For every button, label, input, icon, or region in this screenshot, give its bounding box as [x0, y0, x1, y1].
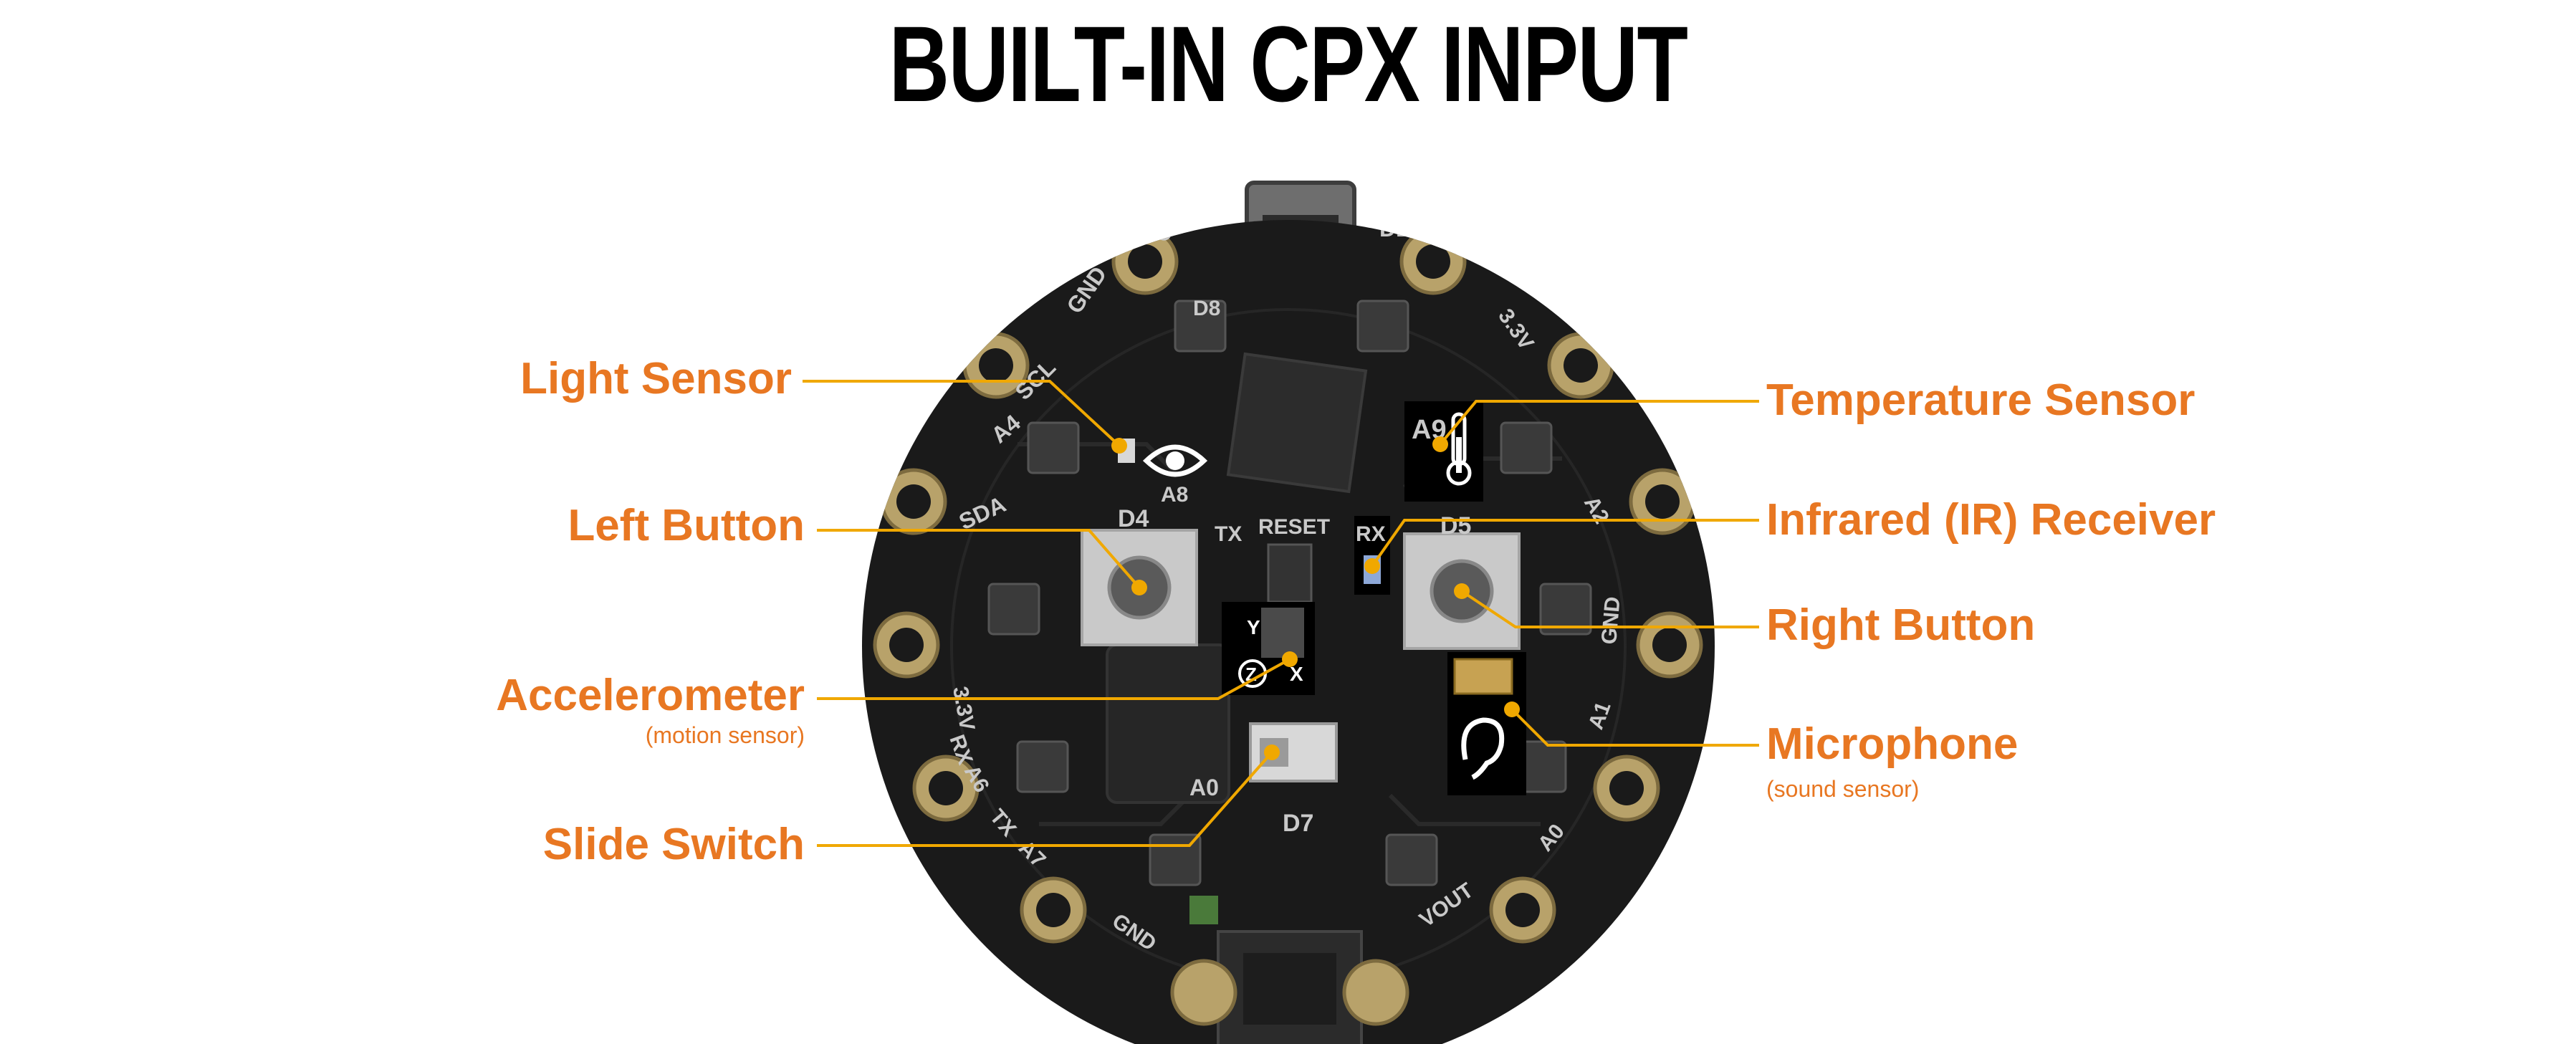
label-microphone: Microphone: [1766, 719, 2019, 769]
label-accelerometer: Accelerometer: [496, 671, 805, 720]
thermometer-icon: [1446, 412, 1472, 486]
label-accelerometer-sub: (motion sensor): [645, 722, 805, 748]
label-a8: A8: [1161, 483, 1188, 507]
label-slide-switch: Slide Switch: [542, 820, 805, 869]
label-d13: D13: [1379, 216, 1422, 241]
eye-icon: [1142, 444, 1208, 477]
label-a0: A0: [1189, 775, 1219, 800]
page-title: BUILT-IN CPX INPUT: [889, 4, 1688, 124]
pad-label-gnd-right: GND: [1597, 595, 1625, 645]
label-light-sensor: Light Sensor: [520, 354, 792, 403]
label-right-button: Right Button: [1766, 600, 2036, 650]
label-d8: D8: [1193, 297, 1220, 320]
label-tx: TX: [1215, 522, 1242, 546]
microcontroller-chip: [1226, 352, 1368, 494]
label-d5: D5: [1440, 512, 1471, 540]
reset-button[interactable]: [1267, 543, 1313, 603]
label-left-button: Left Button: [568, 501, 805, 550]
label-d7: D7: [1283, 810, 1313, 837]
axis-y-label: Y: [1247, 616, 1260, 638]
leader-lines: [803, 380, 1759, 847]
neopixel-leds: [987, 300, 1592, 886]
temperature-sensor-block: [1404, 401, 1483, 502]
axis-x-label: X: [1290, 663, 1303, 685]
label-reset: RESET: [1258, 515, 1330, 539]
label-d4: D4: [1118, 505, 1149, 532]
label-temperature-sensor: Temperature Sensor: [1766, 375, 2196, 425]
label-rx: RX: [1356, 522, 1386, 546]
label-ir-receiver: Infrared (IR) Receiver: [1766, 495, 2216, 545]
microphone-chip: [1453, 658, 1513, 695]
label-microphone-sub: (sound sensor): [1766, 776, 1920, 802]
ear-icon: [1461, 717, 1505, 780]
leader-dots: [1111, 436, 1520, 760]
